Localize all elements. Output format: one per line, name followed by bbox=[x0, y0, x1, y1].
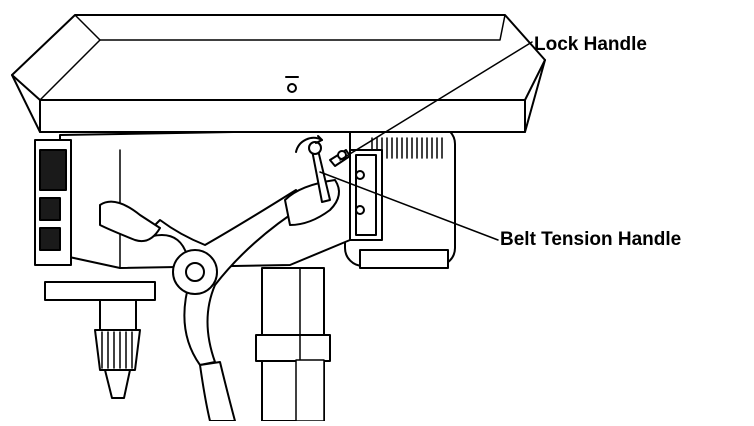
belt-tension-handle-leader bbox=[319, 171, 499, 241]
chuck bbox=[44, 281, 156, 399]
lock-handle-label: Lock Handle bbox=[534, 34, 647, 55]
belt-cover bbox=[11, 14, 546, 133]
belt-tension-handle-part bbox=[295, 135, 331, 203]
column bbox=[255, 267, 331, 422]
motor bbox=[344, 125, 456, 269]
switch-box bbox=[34, 139, 72, 266]
lock-handle-leader bbox=[339, 41, 533, 161]
belt-tension-handle-label: Belt Tension Handle bbox=[500, 229, 682, 250]
